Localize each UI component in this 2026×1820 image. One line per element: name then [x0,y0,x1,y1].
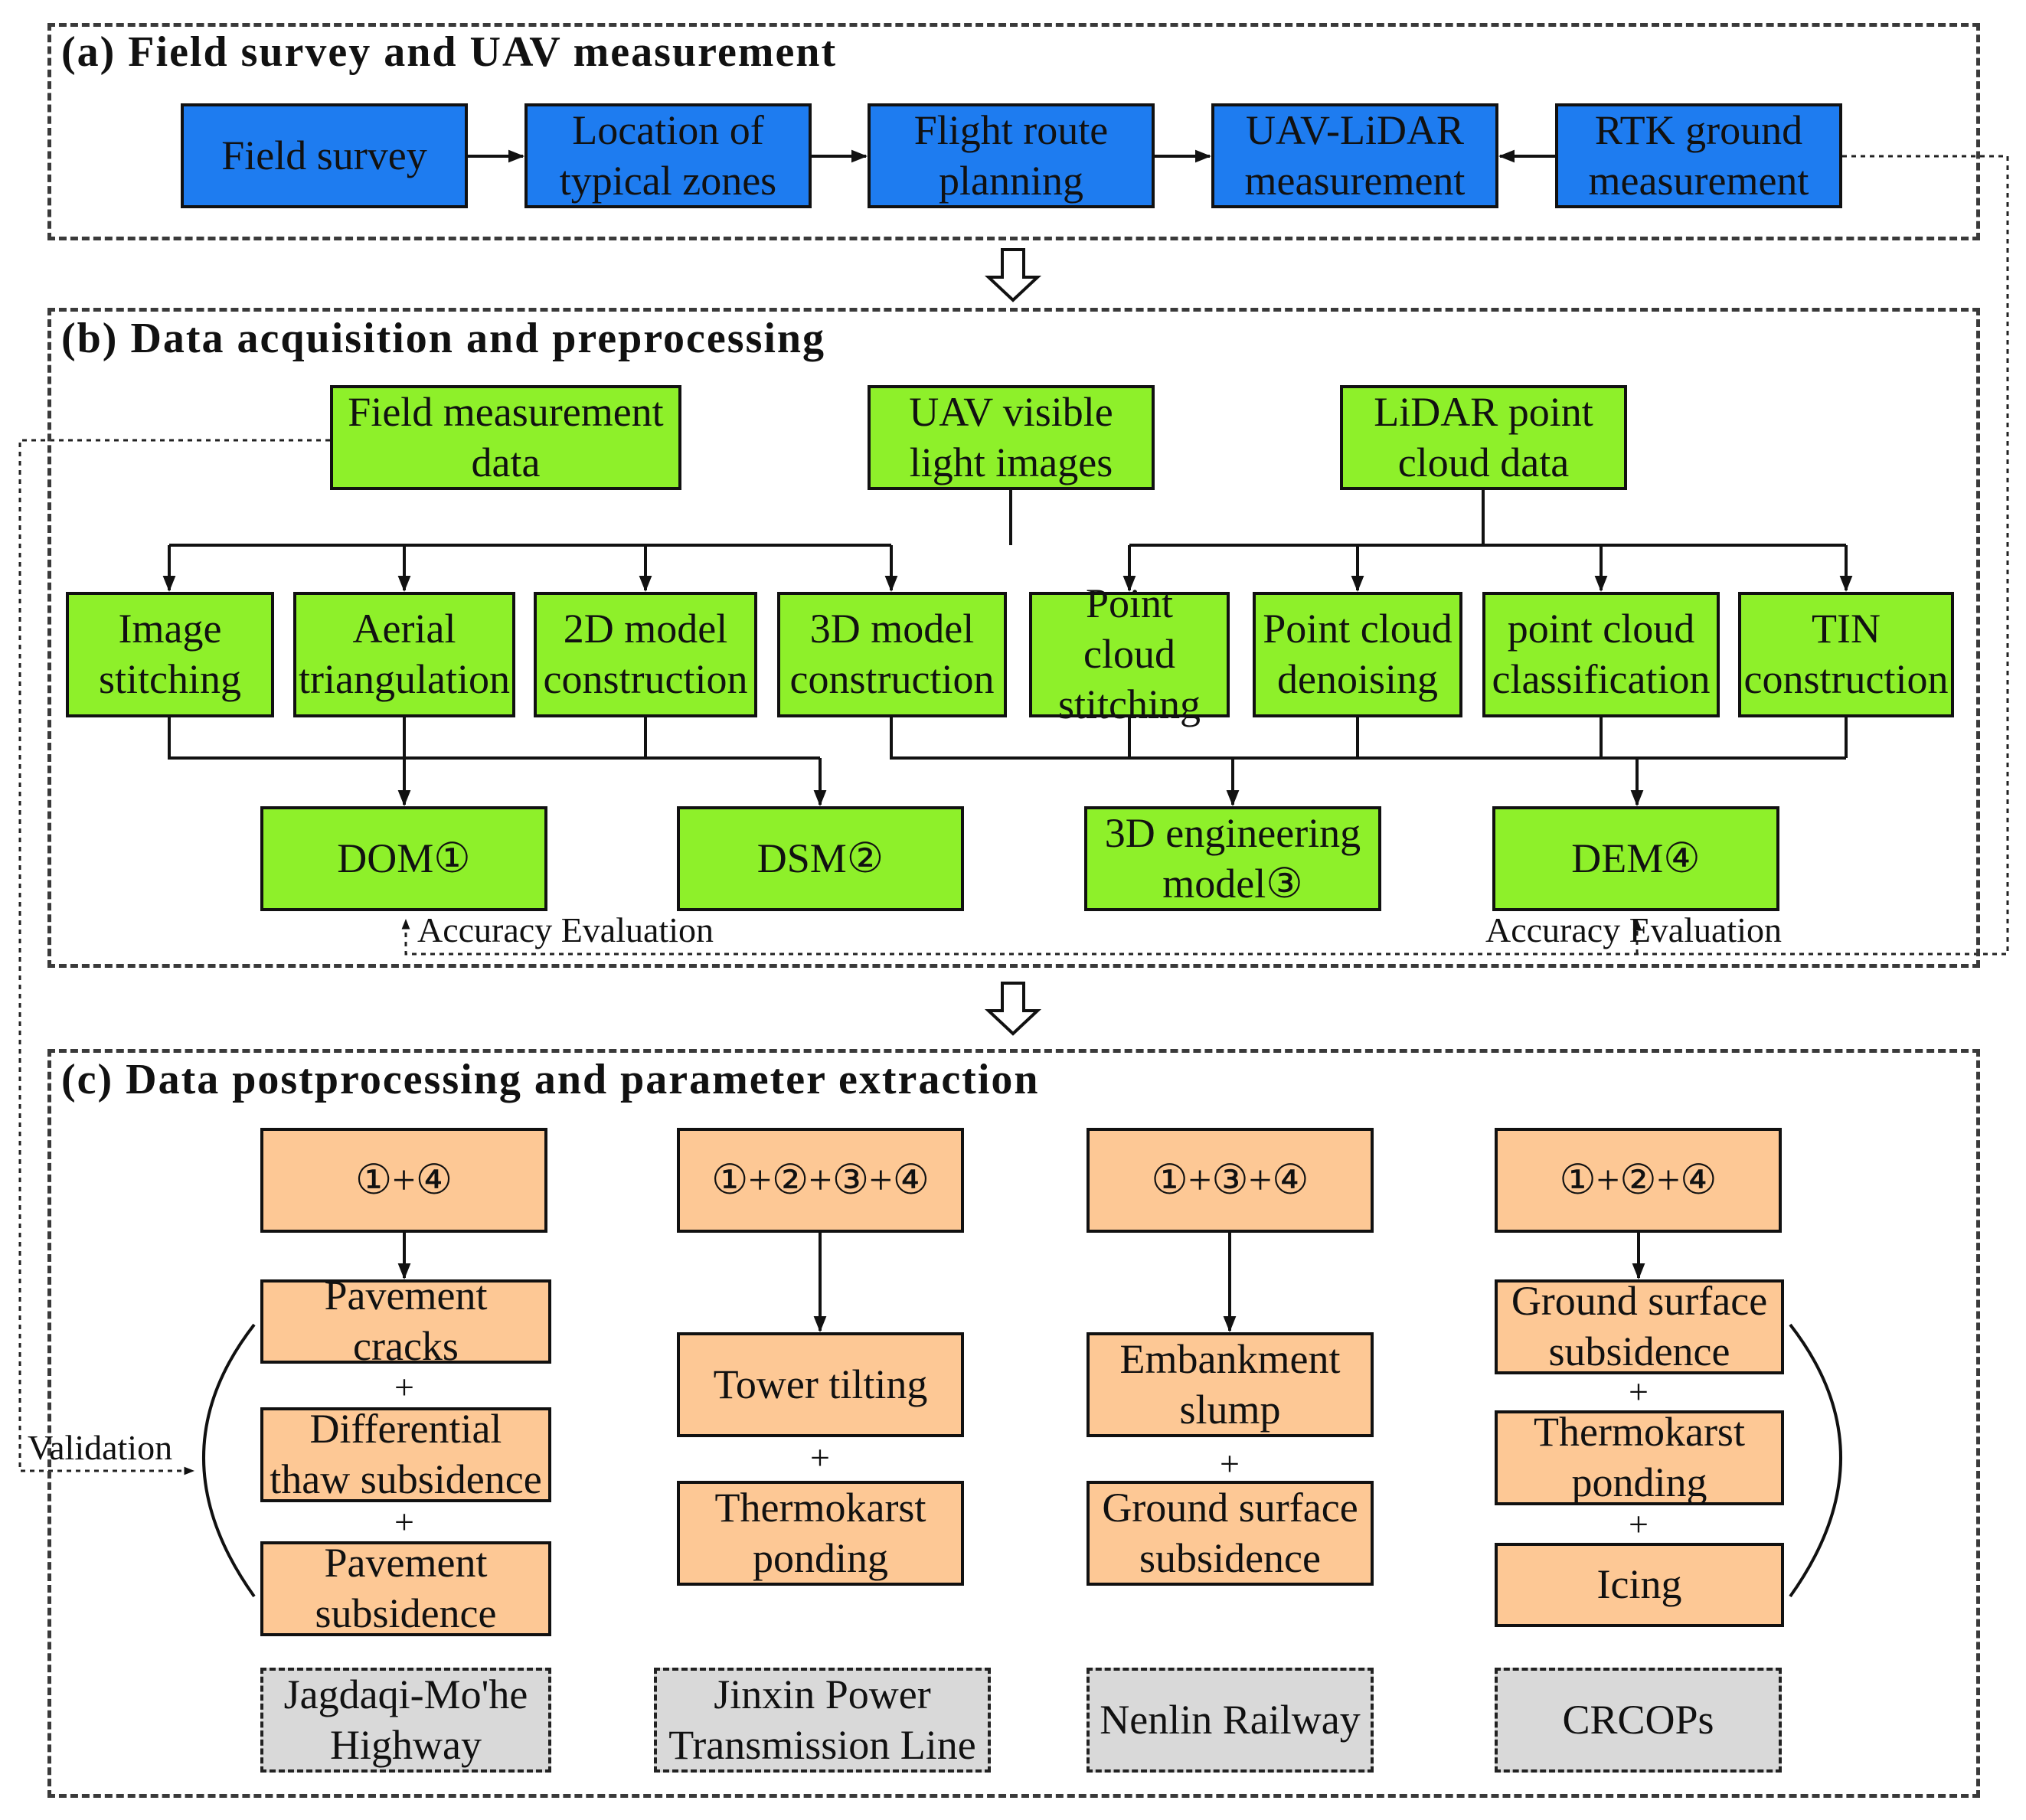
flow-arrowhead [1223,1316,1237,1332]
section-c-frame [47,1049,1980,1798]
uav-lidar-measurement-box: UAV-LiDAR measurement [1211,103,1498,208]
merge-line [168,717,820,760]
plus-sign: + [810,1438,830,1477]
lidar-point-cloud-data-box: LiDAR point cloud data [1340,385,1627,490]
aerial-triangulation-box: Aerial triangulation [293,592,515,717]
field-survey-box: Field survey [181,103,468,208]
merge-arrowhead [813,790,827,806]
dsm-box: DSM② [677,806,964,911]
3d-engineering-model-box: 3D engineering model③ [1084,806,1381,911]
tree-arrowhead [1122,576,1136,592]
location-typical-zones-box: Location of typical zones [524,103,812,208]
dom-box: DOM① [260,806,547,911]
pavement-subsidence-box: Pavement subsidence [260,1540,551,1636]
accuracy-arrowhead [1632,919,1642,930]
ground-surface-subsidence-box-4: Ground surface subsidence [1495,1278,1784,1374]
point-cloud-denoising-box: Point cloud denoising [1253,592,1462,717]
plus-sign: + [394,1367,414,1407]
section-transition-arrow [984,982,1042,1036]
flow-arrowhead [1632,1263,1645,1279]
uav-visible-light-images-box: UAV visible light images [868,385,1155,490]
section-c-title: (c) Data postprocessing and parameter ex… [61,1056,1040,1103]
merge-line [890,717,1848,760]
field-measurement-data-box: Field measurement data [330,385,681,490]
tree-arrowhead [639,576,652,592]
jagdaqi-mohe-highway-site: Jagdaqi-Mo'he Highway [260,1668,551,1773]
tree-arrowhead [1594,576,1608,592]
section-a-title: (a) Field survey and UAV measurement [61,28,838,76]
icing-box: Icing [1495,1543,1784,1627]
tree-arrowhead [162,576,176,592]
merge-arrowhead [397,790,411,806]
tree-line [169,490,1012,547]
embankment-slump-box: Embankment slump [1087,1332,1374,1437]
accuracy-evaluation-left-label: Accuracy Evaluation [417,910,714,949]
accuracy-arrowhead [401,919,410,930]
flight-route-planning-box: Flight route planning [868,103,1155,208]
left-brace-curve [202,1323,256,1598]
tree-line [1129,490,1846,547]
rtk-ground-measurement-box: RTK ground measurement [1555,103,1842,208]
thermokarst-ponding-box-4: Thermokarst ponding [1495,1409,1784,1505]
section-b-frame [47,308,1980,968]
pavement-cracks-box: Pavement cracks [260,1273,551,1369]
accuracy-evaluation-right-label: Accuracy Evaluation [1485,910,1782,949]
differential-thaw-subsidence-box: Differential thaw subsidence [260,1406,551,1502]
thermokarst-ponding-box-2: Thermokarst ponding [677,1481,964,1586]
combo-1-3-4-box: ①+③+④ [1087,1128,1374,1233]
section-a-frame [47,23,1980,240]
2d-model-construction-box: 2D model construction [534,592,757,717]
crcops-site: CRCOPs [1495,1668,1782,1773]
flow-arrowhead [397,1263,411,1279]
flow-arrowhead [1195,149,1211,163]
3d-model-construction-box: 3D model construction [777,592,1007,717]
combo-1-4-box: ①+④ [260,1128,547,1233]
flow-arrowhead [508,149,524,163]
right-brace-curve [1789,1323,1842,1598]
plus-sign: + [1220,1444,1240,1483]
point-cloud-stitching-box: Point cloud stitching [1029,580,1230,727]
tree-arrowhead [1839,576,1853,592]
flow-arrowhead [813,1316,827,1332]
section-b-title: (b) Data acquisition and preprocessing [61,315,826,362]
image-stitching-box: Image stitching [66,592,274,717]
rtk-feedback-dotted-line [404,155,2009,956]
section-transition-arrow [984,248,1042,302]
combo-1-2-3-4-box: ①+②+③+④ [677,1128,964,1233]
tree-arrowhead [1351,576,1364,592]
flow-arrowhead [851,149,868,163]
nenlin-railway-site: Nenlin Railway [1087,1668,1374,1773]
tin-construction-box: TIN construction [1738,592,1954,717]
combo-1-2-4-box: ①+②+④ [1495,1128,1782,1233]
point-cloud-classification-box: point cloud classification [1482,592,1720,717]
tree-arrowhead [397,576,411,592]
tower-tilting-box: Tower tilting [677,1332,964,1437]
validation-arrowhead [184,1466,194,1475]
merge-arrowhead [1630,790,1644,806]
flow-arrowhead [1498,149,1515,163]
plus-sign: + [1629,1505,1649,1544]
plus-sign: + [1629,1372,1649,1411]
dem-box: DEM④ [1492,806,1779,911]
jinxin-power-transmission-line-site: Jinxin Power Transmission Line [654,1668,991,1773]
plus-sign: + [394,1502,414,1541]
validation-label: Validation [28,1428,173,1467]
tree-arrowhead [884,576,898,592]
ground-surface-subsidence-box-3: Ground surface subsidence [1087,1481,1374,1586]
merge-arrowhead [1226,790,1240,806]
